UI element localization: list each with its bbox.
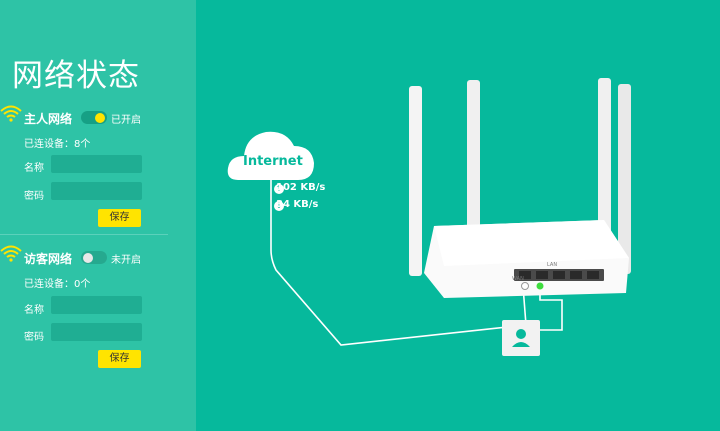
guest-network-name-label: 名称: [24, 305, 44, 316]
guest-network-devices: 已连设备：0个: [24, 279, 91, 290]
internet-label: Internet: [243, 154, 303, 169]
main-network-name-label: 名称: [24, 163, 44, 174]
network-diagram: Internet ↑ 102 KB/s ↓ 34 KB/s WAN LAN: [196, 0, 720, 431]
main-network-toggle-label: 已开启: [111, 115, 141, 126]
router-icon: [409, 78, 631, 298]
main-network-name-input[interactable]: [51, 155, 142, 173]
guest-network-toggle-label: 未开启: [111, 255, 141, 266]
guest-network-title: 访客网络: [24, 252, 73, 266]
main-network-password-label: 密码: [24, 191, 44, 202]
main-network-devices: 已连设备：8个: [24, 139, 91, 150]
upload-arrow-icon: ↑: [274, 184, 284, 194]
guest-network-password-input[interactable]: [51, 323, 142, 341]
upload-speed: 102 KB/s: [276, 182, 326, 193]
main-network-header: 主人网络 已开启: [0, 104, 196, 128]
download-arrow-icon: ↓: [274, 201, 284, 211]
main-network-toggle[interactable]: [81, 111, 107, 124]
wifi-icon: [0, 245, 22, 262]
main-network-title: 主人网络: [24, 112, 73, 126]
guest-network-header: 访客网络 未开启: [0, 244, 196, 268]
wifi-icon: [0, 105, 22, 122]
user-icon: [512, 329, 530, 347]
sidebar: 网络状态 主人网络 已开启 已连设备：8个 名称 密码 保存: [0, 0, 196, 431]
cloud-icon: [227, 131, 314, 180]
download-speed: 34 KB/s: [276, 199, 319, 210]
toggle-knob: [95, 112, 105, 123]
section-divider: [0, 234, 168, 235]
main-network-password-input[interactable]: [51, 182, 142, 200]
wan-port-label: WAN: [512, 276, 524, 282]
guest-network-toggle[interactable]: [81, 251, 107, 264]
page-title: 网络状态: [12, 58, 140, 94]
client-device: [502, 320, 540, 356]
toggle-knob: [83, 252, 93, 263]
main-network-save-button[interactable]: 保存: [98, 209, 141, 227]
guest-network-save-button[interactable]: 保存: [98, 350, 141, 368]
guest-network-password-label: 密码: [24, 332, 44, 343]
lan-port-label: LAN: [547, 262, 558, 268]
guest-network-name-input[interactable]: [51, 296, 142, 314]
